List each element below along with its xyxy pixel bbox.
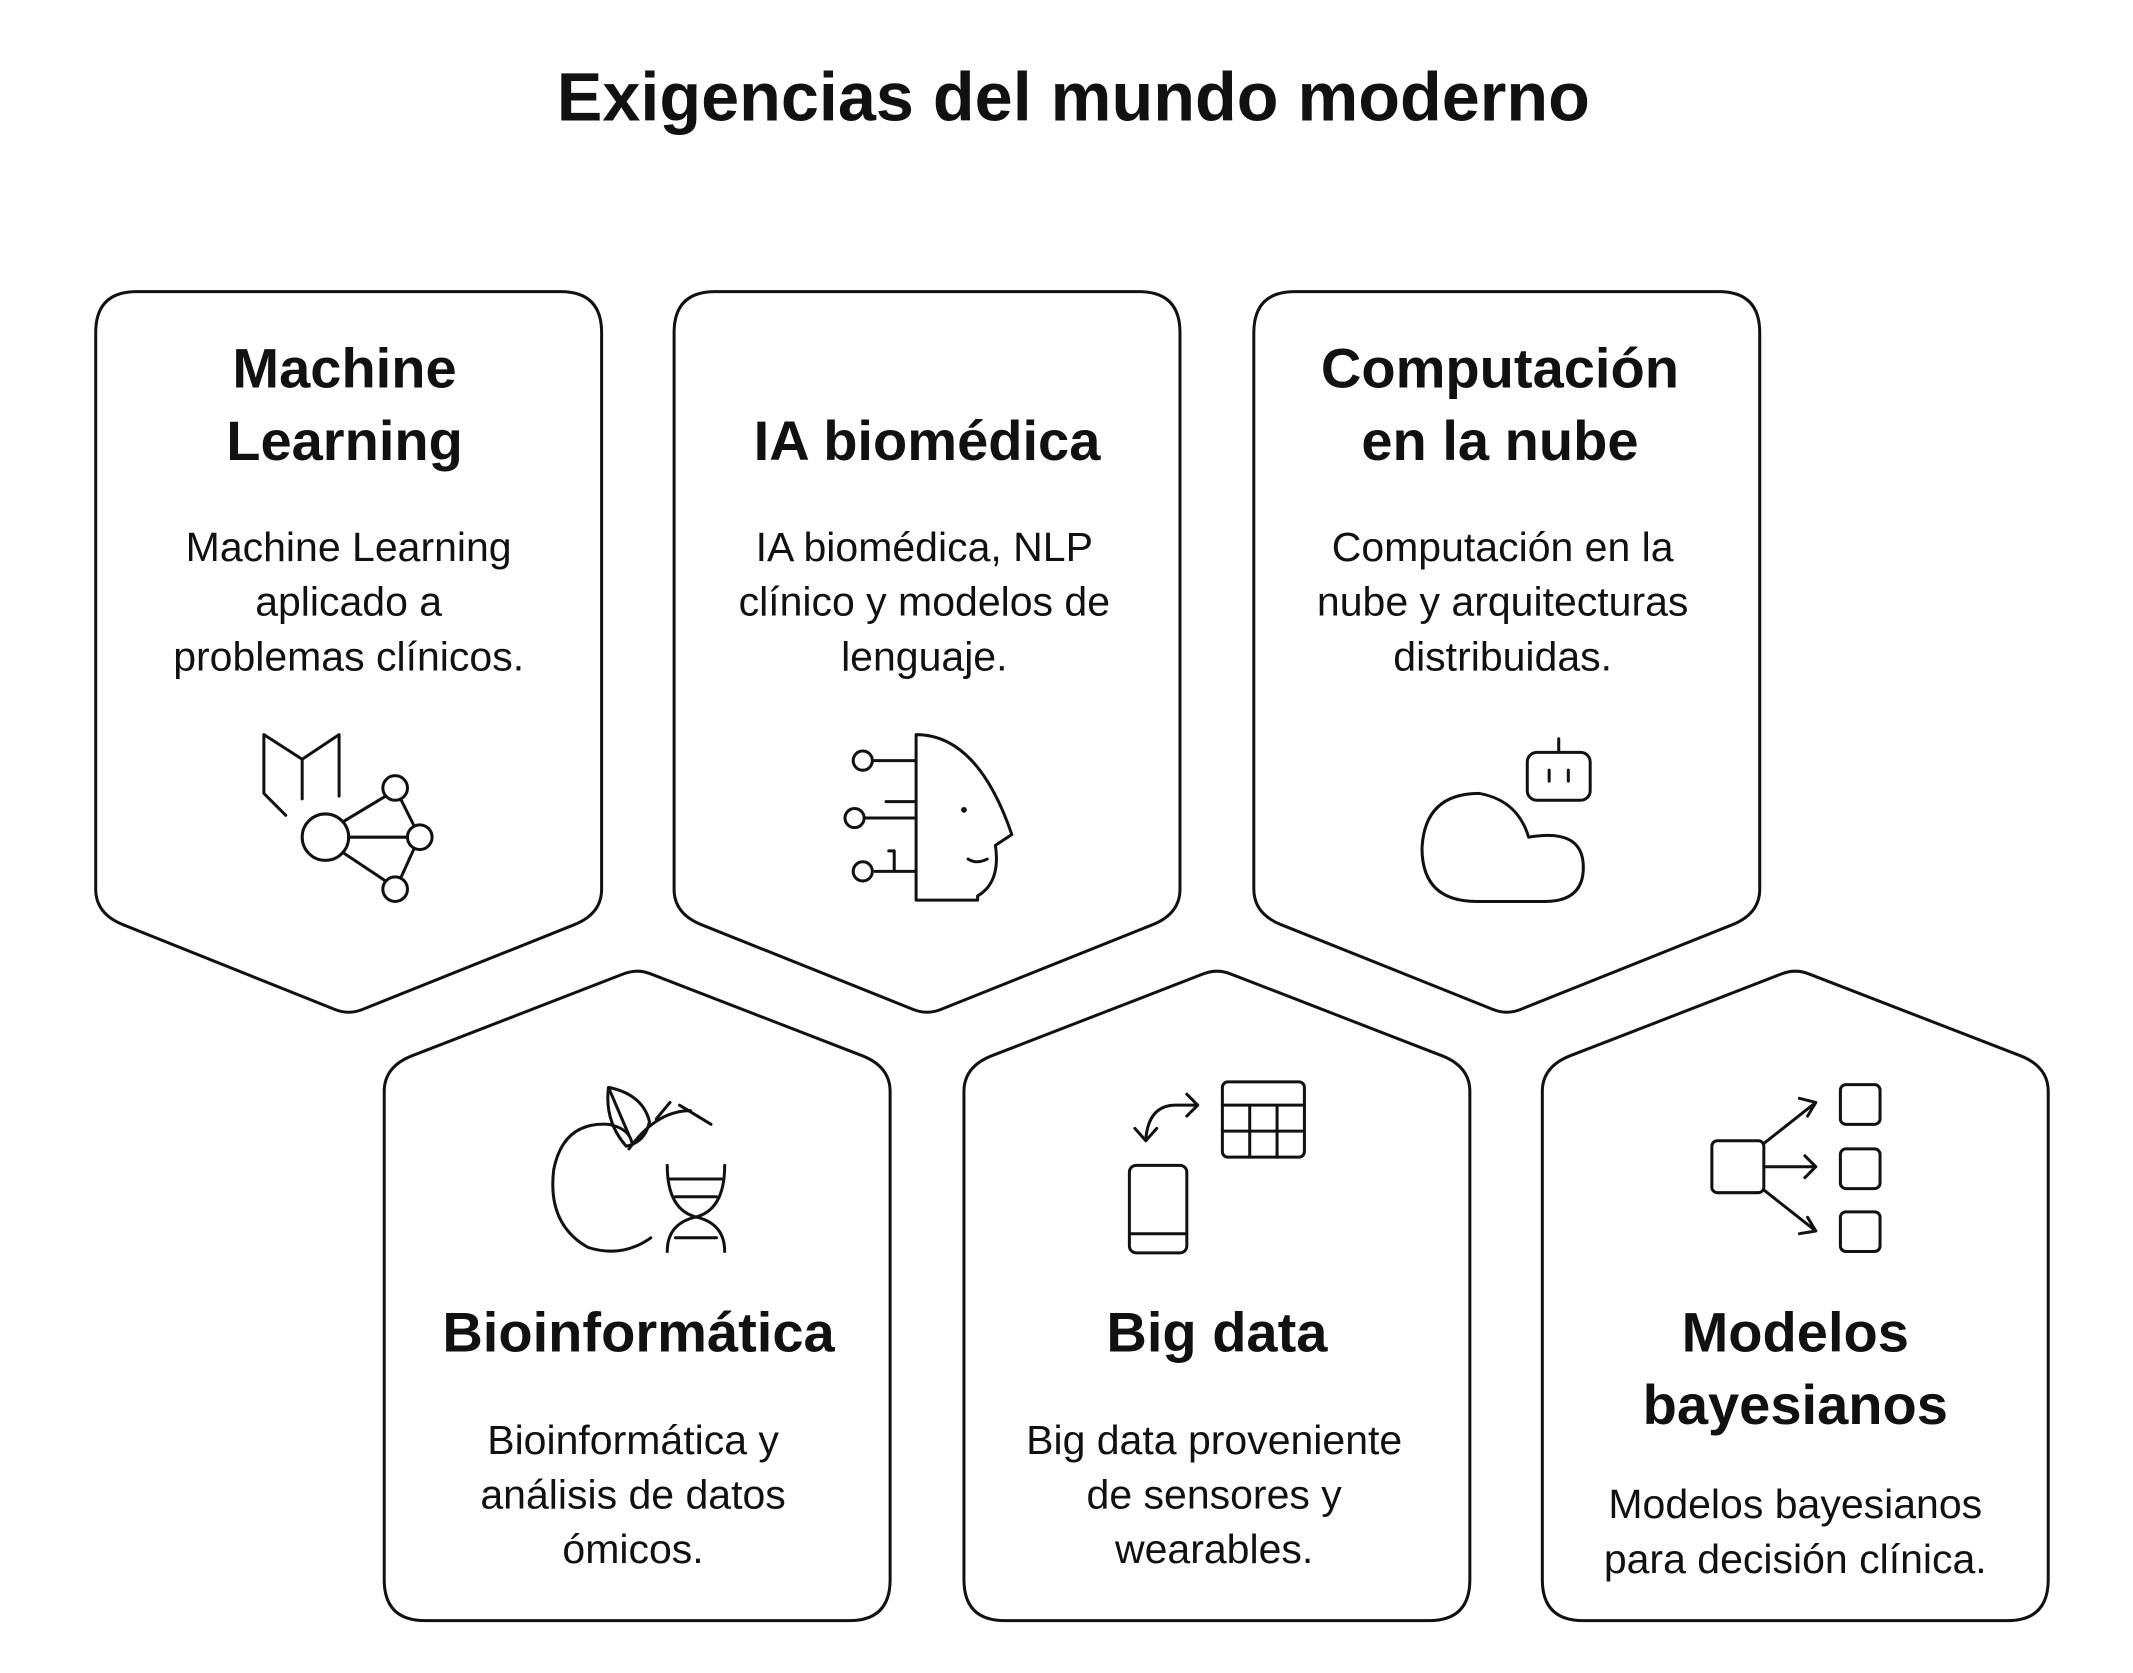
card-title: Big data xyxy=(1106,1300,1328,1363)
card-title: Machine xyxy=(232,336,456,399)
card-description: Modelos bayesianos xyxy=(1608,1481,1982,1527)
card-ia-biomedica: IA biomédica IA biomédica, NLP clínico y… xyxy=(672,290,1182,1014)
card-description: Computación en la xyxy=(1332,524,1674,570)
card-description: lenguaje. xyxy=(841,633,1007,679)
card-big-data: Big data Big data proveniente de sensore… xyxy=(962,969,1472,1623)
card-description: análisis de datos xyxy=(480,1472,785,1518)
card-description: Machine Learning xyxy=(186,524,512,570)
card-title: Learning xyxy=(226,409,463,472)
card-description: distribuidas. xyxy=(1393,633,1612,679)
card-title: Bioinformática xyxy=(442,1300,835,1363)
decision-tree-icon xyxy=(1710,1083,1882,1253)
card-modelos-bayesianos: Modelos bayesianos Modelos bayesianos pa… xyxy=(1540,969,2050,1623)
card-description: ómicos. xyxy=(562,1526,703,1572)
card-description: nube y arquitecturas xyxy=(1317,579,1689,625)
card-description: para decisión clínica. xyxy=(1604,1536,1987,1582)
card-computacion-nube: Computación en la nube Computación en la… xyxy=(1252,290,1762,1014)
card-machine-learning: Machine Learning Machine Learning aplica… xyxy=(94,290,604,1014)
card-title: IA biomédica xyxy=(754,409,1102,472)
cloud-robot-icon xyxy=(1420,737,1592,903)
card-description: clínico y modelos de xyxy=(739,579,1110,625)
ml-network-icon xyxy=(262,733,434,903)
card-description: de sensores y xyxy=(1087,1472,1343,1518)
phone-table-sync-icon xyxy=(1127,1080,1306,1255)
ai-head-icon xyxy=(843,733,1014,902)
card-description: wearables. xyxy=(1114,1526,1313,1572)
apple-dna-icon xyxy=(551,1085,727,1253)
card-description: Big data proveniente xyxy=(1026,1417,1402,1463)
card-title: bayesianos xyxy=(1643,1373,1948,1436)
page-title: Exigencias del mundo moderno xyxy=(557,60,1590,136)
card-description: aplicado a xyxy=(255,579,442,625)
card-title: Modelos xyxy=(1682,1300,1909,1363)
card-title: Computación xyxy=(1321,336,1679,399)
card-bioinformatica: Bioinformática Bioinformática y análisis… xyxy=(382,969,892,1623)
card-title: en la nube xyxy=(1361,409,1638,472)
card-description: Bioinformática y xyxy=(487,1417,779,1463)
card-description: problemas clínicos. xyxy=(173,633,524,679)
card-description: IA biomédica, NLP xyxy=(756,524,1093,570)
